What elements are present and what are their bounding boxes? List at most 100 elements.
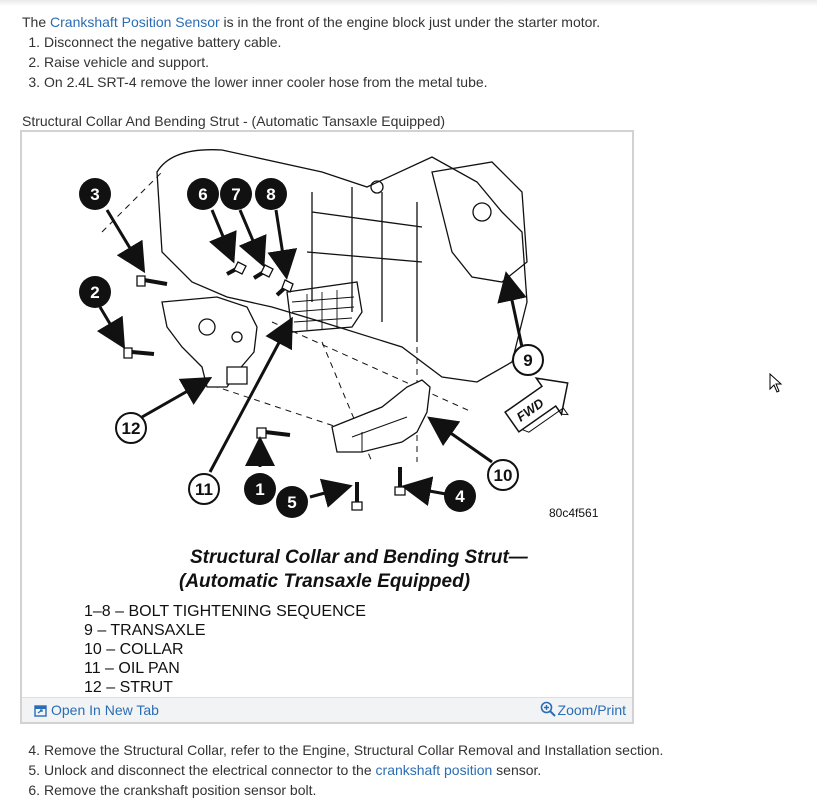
callout-2 bbox=[79, 276, 111, 308]
callout-12-label: 12 bbox=[122, 419, 141, 438]
bolt-5 bbox=[351, 482, 363, 511]
callout-1-label: 1 bbox=[255, 480, 264, 499]
step-text: On 2.4L SRT-4 remove the lower inner coo… bbox=[44, 74, 488, 90]
list-item: 3.On 2.4L SRT-4 remove the lower inner c… bbox=[22, 72, 488, 92]
callout-6 bbox=[187, 178, 219, 210]
callout-5 bbox=[276, 486, 308, 518]
step-number: 2. bbox=[28, 54, 40, 70]
step-number: 1. bbox=[28, 34, 40, 50]
list-item: 4.Remove the Structural Collar, refer to… bbox=[22, 740, 663, 760]
zoom-icon bbox=[540, 701, 556, 717]
callout-11 bbox=[188, 473, 220, 505]
image-code: 80c4f561 bbox=[549, 506, 599, 520]
leader-10 bbox=[427, 416, 493, 464]
leader-7 bbox=[238, 209, 267, 268]
strut-hole bbox=[198, 318, 216, 336]
zoom-print-button[interactable]: Zoom/Print bbox=[540, 701, 626, 719]
collar-detail bbox=[351, 416, 408, 452]
leader-5 bbox=[309, 478, 353, 508]
callout-12 bbox=[115, 412, 147, 444]
callout-1 bbox=[244, 473, 276, 505]
callout-2-label: 2 bbox=[90, 283, 99, 302]
list-item: 1.Disconnect the negative battery cable. bbox=[22, 32, 488, 52]
callout-3-label: 3 bbox=[90, 185, 99, 204]
step-number: 3. bbox=[28, 74, 40, 90]
step-text: Disconnect the negative battery cable. bbox=[44, 34, 282, 50]
crankshaft-position-link[interactable]: crankshaft position bbox=[375, 762, 493, 778]
leader-3 bbox=[105, 209, 146, 274]
callout-4 bbox=[444, 480, 476, 512]
leader-4 bbox=[401, 476, 447, 507]
engine-diagram: FWD 3 6 7 8 2 1 5 4 9 10 11 bbox=[79, 149, 599, 696]
figure-caption: Structural Collar And Bending Strut - (A… bbox=[22, 113, 446, 129]
bolt-1 bbox=[256, 427, 291, 439]
callout-10 bbox=[487, 459, 519, 491]
engine-detail bbox=[306, 187, 423, 342]
step-text: Remove the crankshaft position sensor bo… bbox=[44, 782, 317, 798]
figure-toolbar: Open In New Tab Zoom/Print bbox=[22, 697, 632, 722]
leader-12 bbox=[141, 377, 213, 419]
callout-6-label: 6 bbox=[198, 185, 207, 204]
callout-9-label: 9 bbox=[523, 351, 532, 370]
figure-title-line-2: (Automatic Transaxle Equipped) bbox=[179, 571, 470, 592]
legend-item: 1–8 – BOLT TIGHTENING SEQUENCE bbox=[84, 603, 366, 620]
list-item: 5.Unlock and disconnect the electrical c… bbox=[22, 760, 663, 780]
open-in-new-tab-label: Open In New Tab bbox=[51, 702, 159, 718]
collar bbox=[331, 379, 431, 453]
open-in-new-tab-button[interactable]: Open In New Tab bbox=[34, 701, 159, 719]
callout-5-label: 5 bbox=[287, 493, 296, 512]
steps-list-bottom: 4.Remove the Structural Collar, refer to… bbox=[22, 740, 663, 800]
fwd-arrow: FWD bbox=[504, 377, 569, 433]
legend-item: 10 – COLLAR bbox=[84, 641, 184, 658]
bolt-3 bbox=[136, 275, 168, 287]
bolt-7 bbox=[252, 264, 274, 280]
list-item: 2.Raise vehicle and support. bbox=[22, 52, 488, 72]
bolt-8 bbox=[275, 279, 294, 297]
figure-container: FWD 3 6 7 8 2 1 5 4 9 10 11 bbox=[20, 130, 634, 724]
figure-title-line-1: Structural Collar and Bending Strut— bbox=[190, 547, 529, 568]
bolt-4 bbox=[394, 467, 406, 496]
engine-outline bbox=[156, 149, 528, 383]
crankshaft-position-sensor-link[interactable]: Crankshaft Position Sensor bbox=[50, 14, 220, 30]
step-number: 6. bbox=[28, 782, 40, 798]
intro-paragraph: The Crankshaft Position Sensor is in the… bbox=[22, 12, 600, 32]
intro-prefix: The bbox=[22, 14, 51, 30]
step-text-suffix: sensor. bbox=[492, 762, 542, 778]
leader-2 bbox=[96, 306, 126, 350]
callout-3 bbox=[79, 178, 111, 210]
step-text-prefix: Unlock and disconnect the electrical con… bbox=[44, 762, 376, 778]
callout-9 bbox=[512, 344, 544, 376]
leader-11 bbox=[208, 316, 293, 473]
step-number: 4. bbox=[28, 742, 40, 758]
step-text: Remove the Structural Collar, refer to t… bbox=[44, 742, 664, 758]
leader-9 bbox=[497, 271, 527, 348]
callout-8 bbox=[255, 178, 287, 210]
legend-item: 11 – OIL PAN bbox=[84, 660, 180, 677]
strut-boss bbox=[226, 366, 248, 385]
list-item: 6.Remove the crankshaft position sensor … bbox=[22, 780, 663, 800]
callout-11-label: 11 bbox=[195, 480, 213, 499]
strut-hole bbox=[231, 331, 243, 343]
legend-item: 12 – STRUT bbox=[84, 679, 173, 696]
callout-8-label: 8 bbox=[266, 185, 275, 204]
leader-8 bbox=[267, 209, 298, 280]
engine-bore bbox=[472, 202, 492, 222]
callout-10-label: 10 bbox=[494, 466, 513, 485]
zoom-print-label: Zoom/Print bbox=[557, 702, 626, 718]
legend-item: 9 – TRANSAXLE bbox=[84, 622, 206, 639]
bolt-6 bbox=[226, 261, 247, 276]
step-number: 5. bbox=[28, 762, 40, 778]
leader-6 bbox=[208, 209, 237, 264]
top-shadow-bar bbox=[0, 0, 817, 6]
callout-4-label: 4 bbox=[455, 487, 465, 506]
bolt-2 bbox=[123, 347, 155, 359]
steps-list-top: 1.Disconnect the negative battery cable.… bbox=[22, 32, 488, 92]
engine-bore bbox=[370, 180, 384, 194]
intro-suffix: is in the front of the engine block just… bbox=[219, 14, 601, 30]
callout-7 bbox=[220, 178, 252, 210]
oil-pan-grid bbox=[291, 290, 355, 330]
external-window-icon bbox=[34, 705, 47, 717]
mouse-cursor-icon bbox=[769, 373, 783, 393]
callout-7-label: 7 bbox=[231, 185, 240, 204]
step-text: Raise vehicle and support. bbox=[44, 54, 209, 70]
